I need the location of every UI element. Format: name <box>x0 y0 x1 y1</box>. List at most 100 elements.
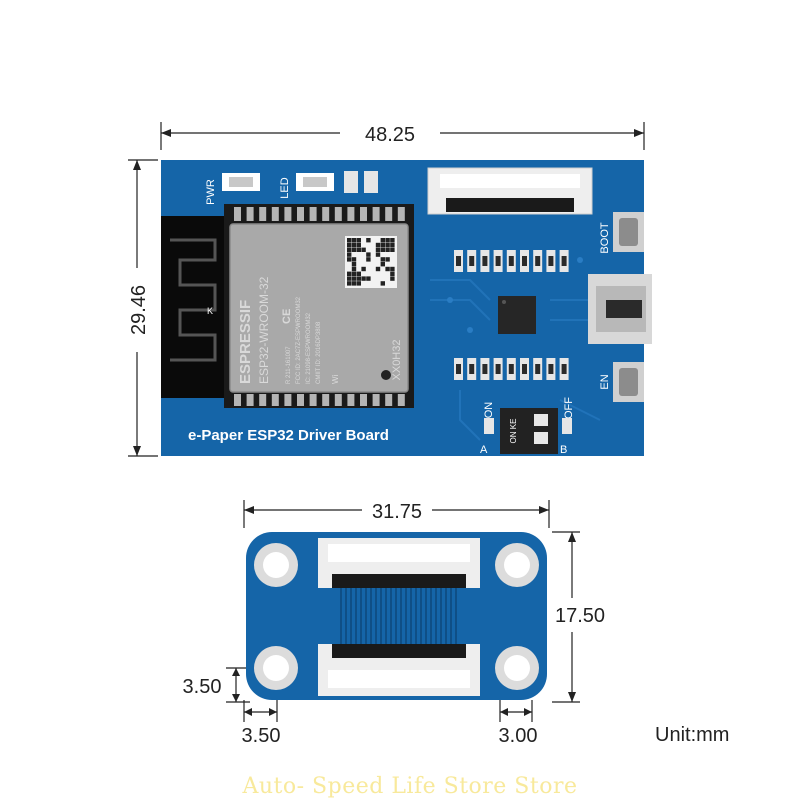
resistor-array-top <box>454 250 569 272</box>
board-title: e-Paper ESP32 Driver Board <box>188 427 389 444</box>
module-cmiit: CMIIT ID: 2016DP3808 <box>316 321 322 384</box>
module-r: R 211-161007 <box>286 346 292 384</box>
qr-cell <box>356 238 361 243</box>
resistor-body <box>495 256 501 266</box>
switch-a-label: A <box>480 444 488 456</box>
qr-cell <box>375 242 381 248</box>
qr-cell <box>356 271 361 276</box>
module-pad <box>297 394 304 406</box>
module-pad <box>334 207 342 221</box>
module-brand: ESPRESSIF <box>237 300 254 384</box>
module-pad <box>334 394 342 406</box>
mounting-hole <box>495 543 539 587</box>
qr-cell <box>361 276 366 281</box>
qr-cell <box>351 257 357 262</box>
dip-switch[interactable]: ON KE <box>500 408 558 454</box>
adapter-trace <box>355 588 357 644</box>
qr-cell <box>351 271 357 276</box>
qr-cell <box>366 252 371 257</box>
qr-cell <box>347 238 352 243</box>
module-pad <box>297 207 304 221</box>
module-pad <box>372 394 380 406</box>
boot-label: BOOT <box>599 222 611 253</box>
module-pad <box>360 207 367 221</box>
module-pads-top <box>234 207 405 221</box>
module-fcc: FCC ID: 2AC7Z-ESPWROOM32 <box>296 296 302 384</box>
qr-cell <box>385 247 390 252</box>
qr-cell <box>380 257 385 262</box>
qr-cell <box>375 247 381 252</box>
adapter-trace <box>435 588 437 644</box>
antenna-area: K <box>161 216 228 398</box>
switch-body-text: ON KE <box>509 419 518 444</box>
resistor-body <box>548 256 554 266</box>
module-qr-code <box>345 236 397 288</box>
esp32-module: ESPRESSIF ESP32-WROOM-32 FCC ID: 2AC7Z-E… <box>224 204 414 408</box>
hole-horizontal-offset-label: 3.50 <box>242 725 281 747</box>
resistor-body <box>456 256 461 266</box>
switch-b-label: B <box>560 444 567 456</box>
qr-cell <box>356 247 361 252</box>
module-wifi: Wi <box>331 374 340 384</box>
adapter-trace <box>390 588 392 644</box>
micro-usb-port[interactable] <box>588 274 652 344</box>
hole-horizontal-offset-dimension: 3.50 <box>242 700 281 747</box>
fpc-adapter-board <box>246 532 547 700</box>
module-pin1-dot <box>381 370 391 380</box>
resistor-body <box>482 256 488 266</box>
qr-cell <box>361 266 366 272</box>
qr-cell <box>380 238 385 243</box>
adapter-trace <box>445 588 447 644</box>
qr-cell <box>347 247 352 252</box>
en-button[interactable] <box>613 362 644 402</box>
hole-vertical-offset-dimension: 3.50 <box>183 667 250 703</box>
module-pad <box>234 207 241 221</box>
main-height-dimension: 29.46 <box>128 159 158 457</box>
resistor-body <box>548 364 554 374</box>
status-led <box>296 173 334 191</box>
qr-cell <box>347 242 352 248</box>
switch-off-label: OFF <box>563 397 575 419</box>
qr-cell <box>351 247 357 252</box>
switch-on-label: ON <box>483 402 495 419</box>
qr-cell <box>351 262 357 267</box>
qr-cell <box>347 276 352 281</box>
qr-cell <box>375 266 381 272</box>
main-width-dimension: 48.25 <box>160 122 645 150</box>
boot-button[interactable] <box>613 212 644 252</box>
esp32-driver-board: PWR LED K <box>161 160 652 456</box>
qr-cell <box>380 247 385 252</box>
module-ic: IC: 21098-ESPWROOM32 <box>306 312 312 384</box>
antenna-k-label: K <box>207 306 213 316</box>
fpc-connector-main <box>427 167 593 215</box>
qr-cell <box>390 276 395 281</box>
resistor-array-bottom <box>454 358 569 380</box>
qr-cell <box>351 242 357 248</box>
qr-cell <box>385 238 390 243</box>
qr-cell <box>351 238 357 243</box>
resistor-body <box>522 364 527 374</box>
module-pad <box>309 207 317 221</box>
qr-cell <box>385 242 390 248</box>
fpc-connector-bottom <box>318 644 480 696</box>
qr-cell <box>356 276 361 281</box>
qr-cell <box>347 257 352 262</box>
module-pad <box>259 207 267 221</box>
module-pad <box>284 207 292 221</box>
module-marking: XX0H32 <box>391 340 403 381</box>
qr-cell <box>390 242 395 248</box>
module-pad <box>322 207 330 221</box>
unit-label: Unit:mm <box>655 724 729 746</box>
resistor-body <box>469 256 475 266</box>
qr-cell <box>385 266 390 272</box>
qr-cell <box>347 271 352 276</box>
adapter-trace <box>450 588 452 644</box>
qr-cell <box>351 281 357 286</box>
adapter-height-dimension: 17.50 <box>552 531 605 703</box>
hole-right-offset-dimension: 3.00 <box>499 700 537 747</box>
qr-cell <box>361 247 366 252</box>
adapter-trace <box>440 588 442 644</box>
module-pad <box>385 207 393 221</box>
qr-cell <box>390 266 395 272</box>
adapter-width-label: 31.75 <box>372 501 422 523</box>
